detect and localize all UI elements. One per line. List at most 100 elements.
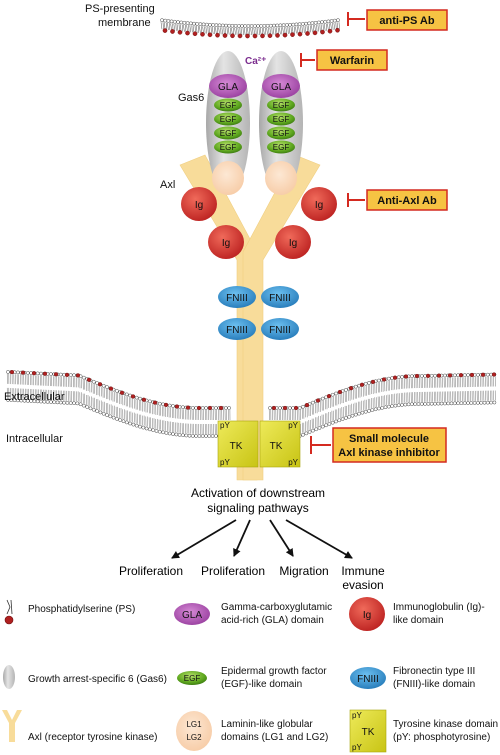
svg-text:FNIII: FNIII xyxy=(226,293,248,304)
ig-icon xyxy=(349,597,385,631)
outcome-proliferation-1: Proliferation xyxy=(119,564,183,578)
legend-gla: GLA Gamma-carboxyglutamic acid-rich (GLA… xyxy=(174,602,332,626)
svg-text:Epidermal growth factor: Epidermal growth factor xyxy=(221,666,327,677)
svg-text:Ig: Ig xyxy=(195,200,203,211)
gas6-icon xyxy=(3,665,15,689)
svg-text:EGF: EGF xyxy=(273,143,290,152)
svg-text:Growth arrest-specific 6 (Gas6: Growth arrest-specific 6 (Gas6) xyxy=(28,674,167,685)
tk-icon xyxy=(349,709,387,753)
gas6-label: Gas6 xyxy=(178,92,204,104)
svg-text:EGF: EGF xyxy=(220,143,237,152)
egf-domain: EGF xyxy=(214,140,242,154)
outcome-immune-line1: Immune xyxy=(341,564,385,578)
svg-text:Fibronectin type III: Fibronectin type III xyxy=(393,666,475,677)
fniii-icon xyxy=(350,667,386,689)
axl-icon xyxy=(2,710,22,742)
svg-text:(pY: phosphotyrosine): (pY: phosphotyrosine) xyxy=(393,732,490,743)
svg-text:EGF: EGF xyxy=(220,101,237,110)
svg-text:pY: pY xyxy=(352,743,362,752)
svg-text:GLA: GLA xyxy=(218,82,238,93)
fniii-domain-right-bottom: FNIII xyxy=(261,318,299,340)
fniii-domain-left-top: FNIII xyxy=(218,286,256,308)
svg-text:EGF: EGF xyxy=(220,129,237,138)
small-molecule-inhibitor: Small molecule Axl kinase inhibitor xyxy=(310,427,447,463)
svg-text:Ig: Ig xyxy=(289,238,297,249)
ig-domain-right-top: Ig xyxy=(301,187,337,221)
ps-membrane-label-line2: membrane xyxy=(98,17,151,29)
extracellular-label: Extracellular xyxy=(4,391,65,403)
downstream-text-line2: signaling pathways xyxy=(207,501,308,515)
egf-domain: EGF xyxy=(214,112,242,126)
downstream-text-line1: Activation of downstream xyxy=(191,486,325,500)
outcome-proliferation-2: Proliferation xyxy=(201,564,265,578)
svg-text:Ig: Ig xyxy=(222,238,230,249)
svg-text:EGF: EGF xyxy=(273,129,290,138)
svg-text:pY: pY xyxy=(220,421,230,430)
calcium-label: Ca²⁺ xyxy=(245,56,266,67)
ig-domain-left-bottom: Ig xyxy=(208,225,244,259)
ps-head-icon xyxy=(4,615,14,625)
gla-domain-right: GLA xyxy=(262,74,300,98)
egf-domain: EGF xyxy=(267,140,295,154)
tk-domain-left: TK pY pY xyxy=(217,420,259,468)
svg-text:EGF: EGF xyxy=(184,674,201,683)
egf-domain: EGF xyxy=(214,126,242,140)
svg-text:domains (LG1 and LG2): domains (LG1 and LG2) xyxy=(221,732,328,743)
legend-axl: Axl (receptor tyrosine kinase) xyxy=(2,710,158,743)
legend-tk: pY TK pY Tyrosine kinase domain (pY: pho… xyxy=(349,709,498,753)
svg-text:LG1: LG1 xyxy=(186,720,202,729)
svg-text:TK: TK xyxy=(362,727,375,738)
svg-text:GLA: GLA xyxy=(182,610,202,621)
gla-domain-left: GLA xyxy=(209,74,247,98)
svg-text:FNIII: FNIII xyxy=(269,293,291,304)
lg-domain xyxy=(212,161,244,195)
svg-text:FNIII: FNIII xyxy=(269,325,291,336)
legend-ig: Ig Immunoglobulin (Ig)- like domain xyxy=(349,597,485,631)
svg-text:GLA: GLA xyxy=(271,82,291,93)
gla-icon xyxy=(174,603,210,625)
lg-icon xyxy=(176,711,212,751)
svg-text:Immunoglobulin (Ig)-: Immunoglobulin (Ig)- xyxy=(393,602,485,613)
svg-text:acid-rich (GLA) domain: acid-rich (GLA) domain xyxy=(221,615,324,626)
svg-text:FNIII: FNIII xyxy=(226,325,248,336)
ig-domain-right-bottom: Ig xyxy=(275,225,311,259)
lg-domain xyxy=(265,161,297,195)
fniii-domain-left-bottom: FNIII xyxy=(218,318,256,340)
svg-text:Axl (receptor tyrosine kinase): Axl (receptor tyrosine kinase) xyxy=(28,732,158,743)
svg-text:Ig: Ig xyxy=(315,200,323,211)
svg-text:TK: TK xyxy=(230,441,243,452)
svg-text:Ig: Ig xyxy=(363,610,371,621)
egf-domain: EGF xyxy=(267,98,295,112)
anti-axl-ab-inhibitor: Anti-Axl Ab xyxy=(347,189,448,211)
egf-domain: EGF xyxy=(267,112,295,126)
svg-text:pY: pY xyxy=(220,458,230,467)
ig-domain-left-top: Ig xyxy=(181,187,217,221)
fniii-domain-right-top: FNIII xyxy=(261,286,299,308)
plasma-membrane xyxy=(6,370,497,438)
egf-icon xyxy=(177,671,207,685)
arrow-proliferation-1 xyxy=(171,519,237,559)
axl-label: Axl xyxy=(160,179,175,191)
svg-text:pY: pY xyxy=(288,421,298,430)
svg-text:Laminin-like globular: Laminin-like globular xyxy=(221,719,313,730)
egf-domain: EGF xyxy=(214,98,242,112)
outcome-immune-line2: evasion xyxy=(342,578,383,592)
legend-lg: LG1 LG2 Laminin-like globular domains (L… xyxy=(176,711,328,751)
svg-text:pY: pY xyxy=(288,458,298,467)
legend: Phosphatidylserine (PS) GLA Gamma-carbox… xyxy=(2,597,498,753)
tk-domain-right: TK pY pY xyxy=(259,420,301,468)
svg-text:FNIII: FNIII xyxy=(357,674,379,685)
arrow-immune-evasion xyxy=(285,519,353,559)
svg-text:EGF: EGF xyxy=(273,101,290,110)
svg-text:pY: pY xyxy=(352,711,362,720)
egf-domain: EGF xyxy=(267,126,295,140)
svg-text:Small molecule: Small molecule xyxy=(349,433,429,445)
svg-text:LG2: LG2 xyxy=(186,733,202,742)
svg-text:EGF: EGF xyxy=(273,115,290,124)
ps-membrane-label-line1: PS-presenting xyxy=(85,3,155,15)
arrow-proliferation-2 xyxy=(233,519,251,557)
anti-ps-ab-inhibitor: anti-PS Ab xyxy=(347,9,448,31)
egf-domains: EGF EGF EGF EGF EGF EGF EGF EGF xyxy=(214,98,295,154)
svg-text:Phosphatidylserine (PS): Phosphatidylserine (PS) xyxy=(28,604,135,615)
